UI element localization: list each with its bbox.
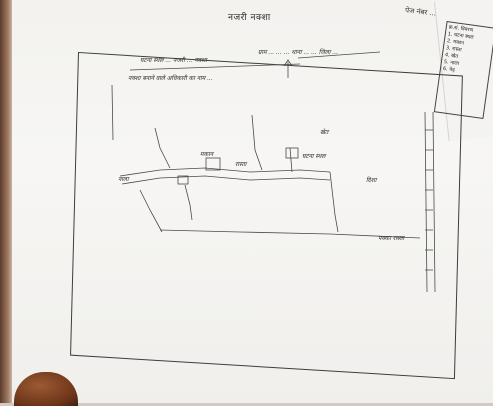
north-arrow bbox=[283, 59, 293, 78]
road-line bbox=[111, 84, 114, 141]
header-underline bbox=[297, 51, 381, 59]
map-label: घटना स्थल bbox=[302, 153, 326, 160]
map-label: पक्का रास्ता bbox=[378, 235, 405, 242]
book-binding bbox=[0, 0, 14, 403]
road-line bbox=[154, 127, 171, 169]
page-title: नजरी नक्शा bbox=[228, 13, 271, 23]
house-box bbox=[205, 157, 221, 171]
road-line bbox=[119, 167, 331, 177]
scale-ladder bbox=[424, 111, 436, 293]
document-page bbox=[12, 0, 493, 403]
drain-line bbox=[184, 184, 193, 221]
map-label: नाला bbox=[118, 176, 129, 183]
road-line bbox=[329, 171, 339, 233]
house-box bbox=[177, 175, 189, 185]
scale-ladder bbox=[425, 129, 433, 271]
map-label: दिशा bbox=[366, 177, 377, 184]
map-label: खेत bbox=[320, 129, 329, 136]
frame-header-text: घटना स्थल ... नजरी ... नक्शा bbox=[140, 57, 207, 64]
frame-subheader-text: ग्राम ... ... ... थाना ... ... जिला ... bbox=[258, 49, 339, 56]
road-line bbox=[251, 114, 263, 171]
header-underline bbox=[129, 63, 301, 71]
road-line bbox=[159, 229, 421, 239]
drain-line bbox=[139, 189, 163, 233]
road-line bbox=[289, 147, 293, 173]
map-label: रास्ता bbox=[235, 161, 247, 168]
road-line bbox=[121, 175, 331, 185]
legend-line: नक्शा बनाने वाले अधिकारी का नाम ... bbox=[128, 75, 213, 82]
map-label: मकान bbox=[200, 151, 214, 158]
house-box bbox=[285, 147, 299, 159]
